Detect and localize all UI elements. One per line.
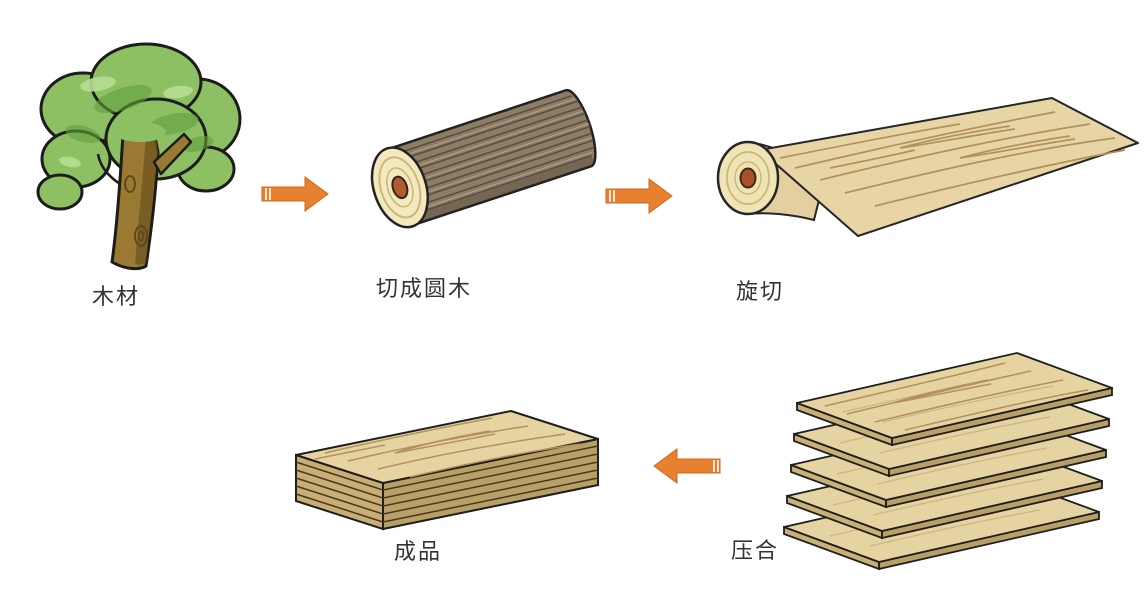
arrow-left-icon bbox=[653, 448, 721, 484]
plywood-board-illustration bbox=[295, 410, 599, 531]
step-label-press: 压合 bbox=[730, 539, 779, 564]
step-label-cut-into-logs: 切成圆木 bbox=[375, 277, 472, 302]
step-label-rotary-peel: 旋切 bbox=[735, 280, 784, 305]
arrow-right-icon bbox=[261, 176, 329, 212]
rotary-peel-illustration bbox=[716, 97, 1139, 237]
step-label-wood: 木材 bbox=[91, 285, 140, 310]
plywood-stack-illustration bbox=[783, 352, 1113, 570]
tree-illustration bbox=[36, 42, 242, 271]
arrow-right-icon bbox=[605, 178, 673, 214]
log-illustration bbox=[370, 88, 597, 229]
step-label-finished-product: 成品 bbox=[393, 540, 442, 565]
